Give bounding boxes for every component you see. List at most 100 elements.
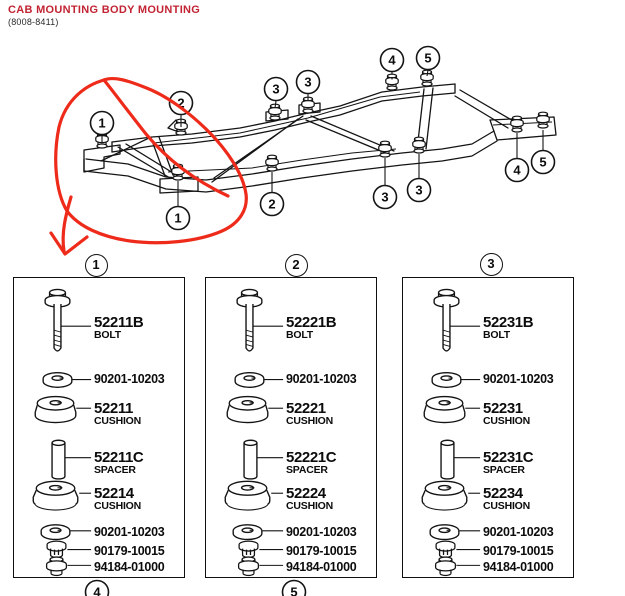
part-number: 52231 <box>483 400 523 417</box>
cushion-icon <box>34 395 77 424</box>
bolt-icon <box>420 69 434 87</box>
part-label: 52221C SPACER <box>286 449 337 476</box>
frame-callouts <box>89 45 556 231</box>
bolt-icon <box>236 288 263 352</box>
part-label: 90201-10203 <box>483 526 554 539</box>
part-name: CUSHION <box>286 500 334 512</box>
nut-icon <box>237 556 260 577</box>
part-name: CUSHION <box>286 415 334 427</box>
callout-number: 4 <box>513 163 521 178</box>
part-label: 52234 CUSHION <box>483 485 531 512</box>
bolt-icon <box>174 118 188 136</box>
callout-number: 5 <box>424 51 431 66</box>
part-number: 90179-10015 <box>94 544 165 558</box>
part-number: 90201-10203 <box>286 525 357 539</box>
bolt-icon <box>44 288 71 352</box>
washer-icon <box>429 524 460 541</box>
part-number: 52221 <box>286 400 326 417</box>
callout-number: 3 <box>272 82 279 97</box>
bolt-icon <box>95 131 109 149</box>
part-label: 52231C SPACER <box>483 449 534 476</box>
callout-number: 3 <box>415 183 422 198</box>
nut-icon <box>434 556 457 577</box>
label-leaders <box>253 325 284 566</box>
part-label: 52221B BOLT <box>286 314 337 341</box>
red-annotation <box>49 76 248 256</box>
nut-icon <box>46 540 67 559</box>
detail-box-callout-2: 2 <box>284 254 308 277</box>
nut-icon <box>435 540 456 559</box>
callout-circle <box>84 579 110 596</box>
parts-artwork <box>224 288 284 577</box>
spacer-icon <box>243 439 258 480</box>
part-name: SPACER <box>483 464 525 476</box>
bolt-icon <box>510 115 524 133</box>
callout-number: 3 <box>304 75 311 90</box>
part-number: 52234 <box>483 485 523 502</box>
label-leaders <box>61 325 92 566</box>
part-number: 90179-10015 <box>483 544 554 558</box>
part-label: 90179-10015 <box>94 544 165 558</box>
part-label: 52214 CUSHION <box>94 485 142 512</box>
frame-line-art <box>83 83 557 194</box>
part-number: 90201-10203 <box>483 372 554 386</box>
detail-box-callout-1: 1 <box>84 254 108 277</box>
part-number: 52214 <box>94 485 134 502</box>
part-number: 52221C <box>286 449 337 466</box>
washer-icon <box>40 524 71 541</box>
part-name: CUSHION <box>94 500 142 512</box>
bolt-icon <box>265 154 279 172</box>
callout-number: 5 <box>539 155 546 170</box>
washer-icon <box>42 371 73 388</box>
callout-number: 4 <box>93 585 101 596</box>
part-label: 90201-10203 <box>483 372 554 386</box>
bolt-icon <box>268 103 282 121</box>
callout-number: 1 <box>174 211 181 226</box>
callout-circle <box>415 45 441 71</box>
bolt-icon <box>301 96 315 114</box>
red-arrow-shaft <box>61 195 73 253</box>
washer-icon <box>234 371 265 388</box>
callout-circle <box>89 110 115 136</box>
part-name: CUSHION <box>483 500 531 512</box>
spacer-icon <box>440 439 455 480</box>
bolt-icon <box>378 140 392 158</box>
part-name: CUSHION <box>94 415 142 427</box>
callout-number: 5 <box>290 585 297 596</box>
part-label: 52211C SPACER <box>94 449 144 476</box>
callout-circle <box>530 149 556 175</box>
washer-icon <box>232 524 263 541</box>
callout-circle <box>295 69 321 95</box>
part-number: 52221B <box>286 314 337 331</box>
cushion-icon <box>32 480 79 511</box>
callout-number: 3 <box>381 190 388 205</box>
bolt-icon <box>433 288 460 352</box>
part-label: 52231B BOLT <box>483 315 534 341</box>
callout-circle <box>263 76 289 102</box>
part-number: 90201-10203 <box>94 372 165 386</box>
cushion-icon <box>224 480 271 511</box>
callout-circle <box>165 205 191 231</box>
part-label: 94184-01000 <box>94 561 165 574</box>
callout-number: 4 <box>388 53 396 68</box>
red-circle-overlap-stroke <box>102 78 230 198</box>
part-number: 90201-10203 <box>94 525 165 539</box>
part-number: 52231C <box>483 449 534 466</box>
callout-circle <box>372 184 398 210</box>
bolt-icon <box>412 136 426 154</box>
bolt-icon <box>385 73 399 91</box>
part-name: BOLT <box>286 329 313 341</box>
part-number: 52211C <box>94 449 144 466</box>
callout-circle <box>406 177 432 203</box>
part-name: SPACER <box>94 464 136 476</box>
part-number: 52211B <box>94 314 144 331</box>
bottom-callouts <box>84 579 307 596</box>
part-number: 90179-10015 <box>286 544 357 558</box>
part-name: CUSHION <box>483 415 531 427</box>
part-label: 90179-10015 <box>286 544 357 558</box>
frame-callout-numbers: 1 1 2 2 3 3 3 3 4 4 5 5 <box>98 51 546 226</box>
detail-box-3: 52231B BOLT 90201-10203 52231 CUSHION 52… <box>402 277 574 578</box>
part-label: 52224 CUSHION <box>286 486 334 512</box>
part-label: 90201-10203 <box>286 525 357 539</box>
nut-icon <box>45 556 68 577</box>
